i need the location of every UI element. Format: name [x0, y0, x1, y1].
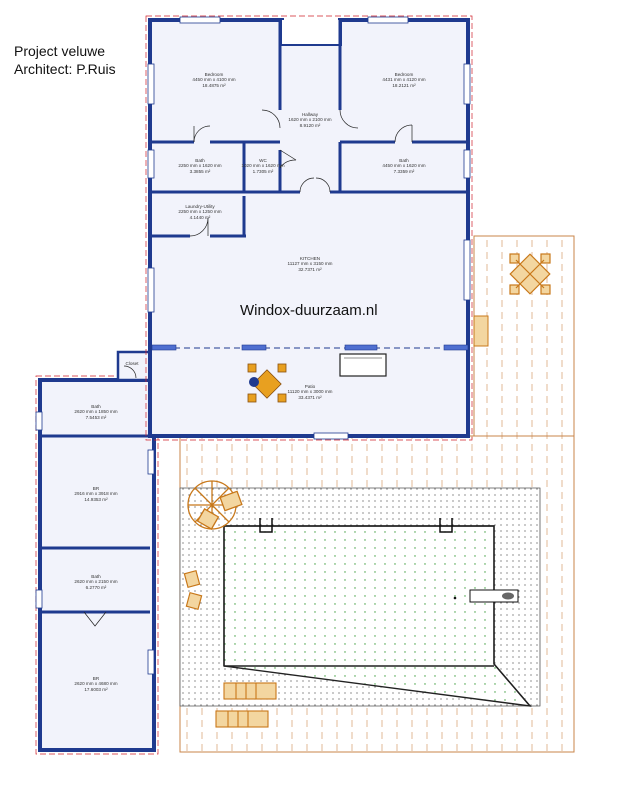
kitchen-island — [339, 353, 387, 377]
architect-label: Architect: P.Ruis — [14, 61, 116, 77]
deck-bench — [473, 315, 489, 347]
main-house — [150, 20, 468, 436]
room-closet: Closet — [125, 361, 139, 366]
deck-chairs — [183, 569, 203, 611]
parasol — [187, 480, 243, 530]
pool-ladder-left — [259, 518, 273, 533]
project-title: Project veluwe — [14, 43, 106, 59]
sun-loungers — [215, 682, 277, 728]
pool-ladder-right — [439, 518, 453, 533]
watermark: Windox-duurzaam.nl — [240, 302, 378, 319]
west-wing — [40, 380, 154, 750]
deck-dining-set — [509, 253, 551, 295]
dining-set — [247, 363, 287, 403]
